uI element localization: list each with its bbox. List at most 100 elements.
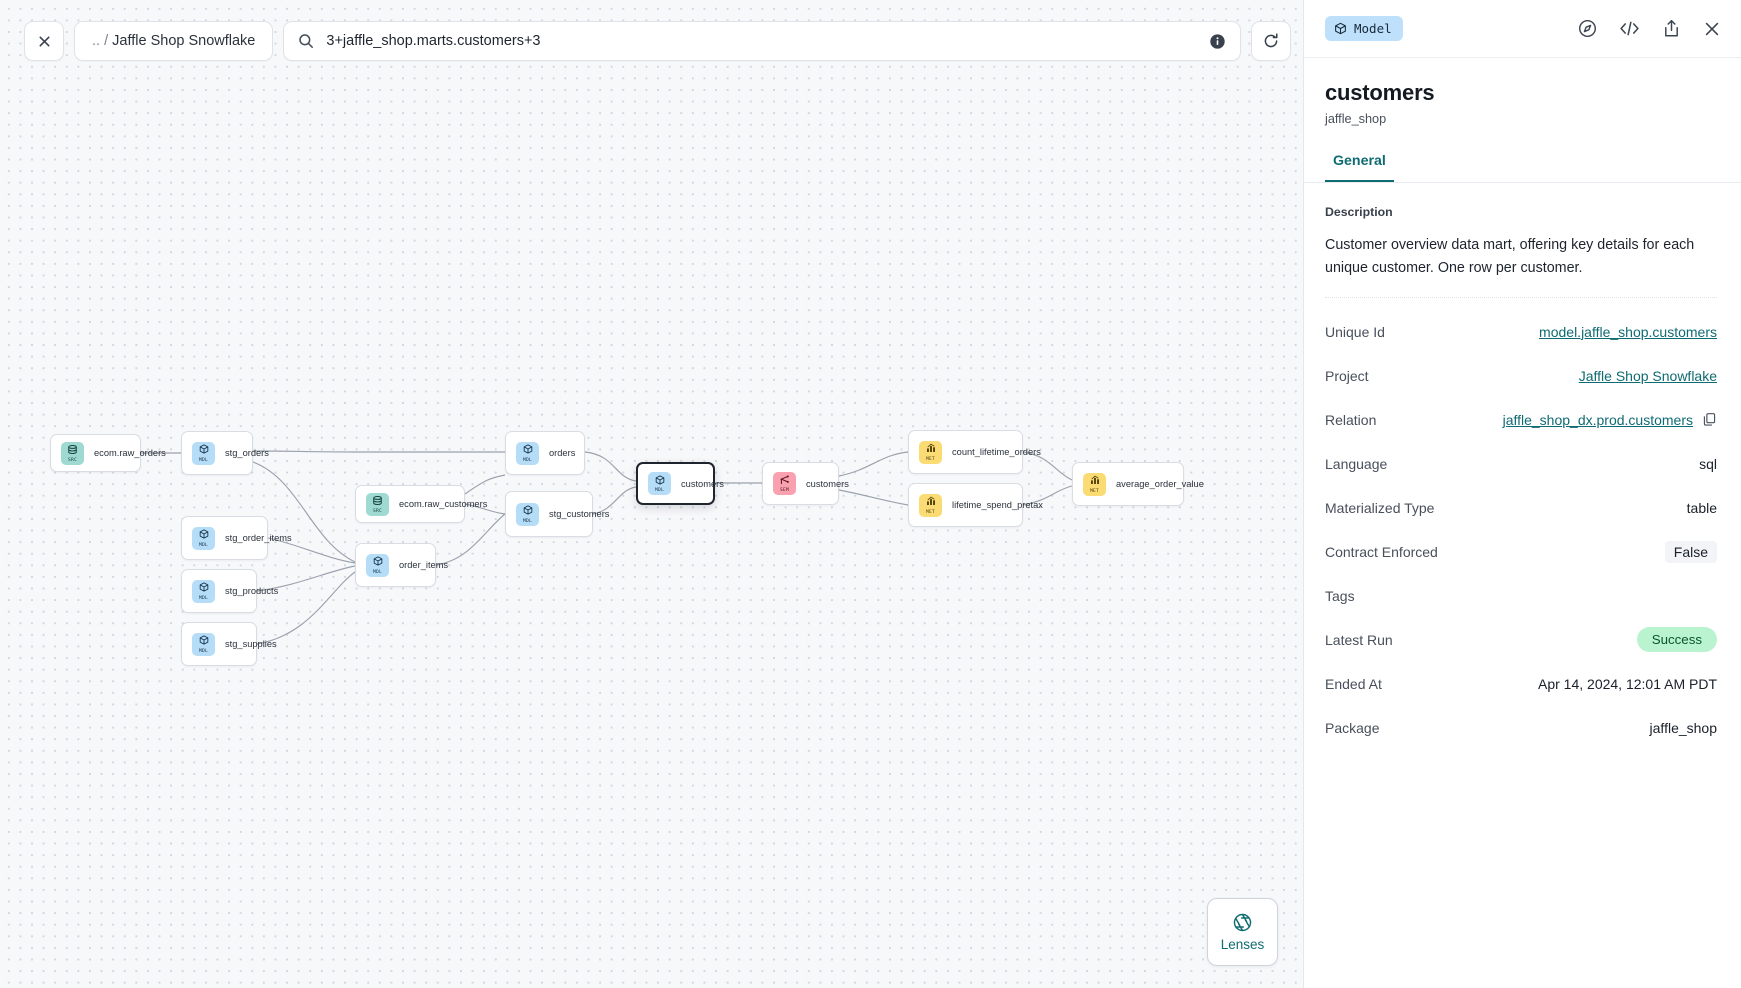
detail-row-key: Project xyxy=(1325,367,1369,384)
lineage-node-ecom_raw_orders[interactable]: SRC ecom.raw_orders xyxy=(50,434,166,472)
detail-row: Project Jaffle Shop Snowflake xyxy=(1325,359,1717,392)
node-type-badge-src-icon: SRC xyxy=(61,441,84,465)
canvas-toolbar: .. / Jaffle Shop Snowflake 3+jaffle_shop… xyxy=(24,21,1292,61)
node-label: count_lifetime_orders xyxy=(952,447,1041,457)
node-type-pill: Model xyxy=(1325,16,1403,41)
details-panel: Model xyxy=(1303,0,1741,988)
node-type-badge-mdl-icon: MDL xyxy=(516,502,539,526)
detail-row-key: Language xyxy=(1325,455,1388,472)
refresh-lineage-button[interactable] xyxy=(1251,21,1292,61)
node-label: average_order_value xyxy=(1116,479,1204,489)
detail-row-value[interactable]: model.jaffle_shop.customers xyxy=(1539,323,1717,340)
node-type-badge-mdl-icon: MDL xyxy=(648,472,671,495)
panel-header-actions xyxy=(1578,19,1721,38)
detail-row-key: Latest Run xyxy=(1325,631,1393,648)
lineage-canvas[interactable]: .. / Jaffle Shop Snowflake 3+jaffle_shop… xyxy=(0,0,1303,988)
node-type-badge-met-icon: MET xyxy=(919,440,942,464)
close-icon[interactable] xyxy=(1703,20,1721,38)
detail-row: Latest Run Success xyxy=(1325,623,1717,656)
info-circle-icon[interactable] xyxy=(1209,33,1226,50)
detail-row-value: jaffle_shop xyxy=(1649,719,1717,736)
panel-title-block: customers jaffle_shop xyxy=(1304,58,1741,126)
node-label: stg_orders xyxy=(225,448,269,458)
node-type-badge-mdl-icon: MDL xyxy=(192,526,215,550)
node-label: order_items xyxy=(399,560,449,570)
lineage-node-customers_model[interactable]: MDL customers xyxy=(636,462,724,505)
page-title: customers xyxy=(1325,80,1435,105)
detail-row-key: Contract Enforced xyxy=(1325,543,1438,560)
node-label: customers xyxy=(806,478,849,489)
detail-row-value: sql xyxy=(1699,455,1717,472)
lineage-node-average_order_value[interactable]: MET average_order_value xyxy=(1072,462,1204,506)
node-label: orders xyxy=(549,448,576,458)
detail-row: Tags xyxy=(1325,579,1717,612)
lineage-node-count_lifetime_orders[interactable]: MET count_lifetime_orders xyxy=(908,430,1041,474)
share-icon[interactable] xyxy=(1662,19,1681,38)
lenses-label: Lenses xyxy=(1220,937,1265,952)
relation-link[interactable]: jaffle_shop_dx.prod.customers xyxy=(1502,411,1693,428)
detail-row-value: table xyxy=(1686,499,1717,516)
panel-body: Description Customer overview data mart,… xyxy=(1304,183,1741,988)
code-icon[interactable] xyxy=(1619,19,1640,38)
node-label: stg_customers xyxy=(549,509,610,519)
detail-row-value: jaffle_shop_dx.prod.customers xyxy=(1503,412,1717,428)
node-type-badge-mdl-icon: MDL xyxy=(366,553,389,577)
lineage-search-field[interactable]: 3+jaffle_shop.marts.customers+3 xyxy=(283,21,1242,61)
node-type-badge-mdl-icon: MDL xyxy=(516,441,539,465)
detail-row-key: Unique Id xyxy=(1325,323,1385,340)
description-label: Description xyxy=(1325,205,1393,219)
cube-icon xyxy=(1335,22,1346,35)
node-type-label: Model xyxy=(1354,21,1392,36)
node-label: customers xyxy=(681,478,724,489)
search-icon xyxy=(298,33,314,49)
node-label: stg_products xyxy=(225,586,279,596)
detail-row-value[interactable]: Jaffle Shop Snowflake xyxy=(1578,367,1717,384)
breadcrumb-project-button[interactable]: .. / Jaffle Shop Snowflake xyxy=(74,21,274,61)
copy-icon[interactable] xyxy=(1702,412,1717,427)
detail-row: Unique Id model.jaffle_shop.customers xyxy=(1325,315,1717,348)
breadcrumb-project-label: Jaffle Shop Snowflake xyxy=(112,33,256,49)
lineage-node-stg_orders[interactable]: MDL stg_orders xyxy=(181,431,269,475)
detail-row: Contract Enforced False xyxy=(1325,535,1717,568)
search-input-value[interactable]: 3+jaffle_shop.marts.customers+3 xyxy=(326,33,541,49)
lineage-node-stg_customers[interactable]: MDL stg_customers xyxy=(505,491,609,537)
panel-tabs: General xyxy=(1304,153,1741,183)
node-type-badge-sem-icon: SEM xyxy=(773,472,796,495)
node-type-badge-src-icon: SRC xyxy=(366,492,389,516)
detail-row-key: Tags xyxy=(1325,587,1355,604)
tab-general[interactable]: General xyxy=(1325,153,1394,182)
lineage-node-orders[interactable]: MDL orders xyxy=(505,431,585,475)
breadcrumb-prefix: .. / xyxy=(92,33,109,49)
lenses-button[interactable]: Lenses xyxy=(1207,898,1278,966)
lineage-node-customers_semantic[interactable]: SEM customers xyxy=(762,462,849,505)
detail-row: Package jaffle_shop xyxy=(1325,711,1717,744)
node-label: ecom.raw_customers xyxy=(399,499,488,509)
node-type-badge-met-icon: MET xyxy=(919,493,942,517)
detail-row-value: False xyxy=(1664,540,1717,563)
lineage-node-order_items[interactable]: MDL order_items xyxy=(355,543,448,587)
node-label: ecom.raw_orders xyxy=(94,448,166,458)
lineage-node-ecom_raw_customers[interactable]: SRC ecom.raw_customers xyxy=(355,485,487,523)
node-type-badge-mdl-icon: MDL xyxy=(192,441,215,465)
detail-row-key: Ended At xyxy=(1325,675,1382,692)
status-badge: Success xyxy=(1636,627,1717,653)
panel-subtitle: jaffle_shop xyxy=(1325,112,1387,126)
node-type-badge-met-icon: MET xyxy=(1083,472,1106,496)
node-type-badge-mdl-icon: MDL xyxy=(192,632,215,656)
close-icon xyxy=(38,35,50,47)
refresh-icon xyxy=(1265,33,1278,48)
detail-row-key: Package xyxy=(1325,719,1380,736)
compass-icon[interactable] xyxy=(1578,19,1597,38)
close-lineage-button[interactable] xyxy=(24,21,64,61)
aperture-icon xyxy=(1233,913,1252,932)
info-circle-glyph xyxy=(1210,33,1226,49)
